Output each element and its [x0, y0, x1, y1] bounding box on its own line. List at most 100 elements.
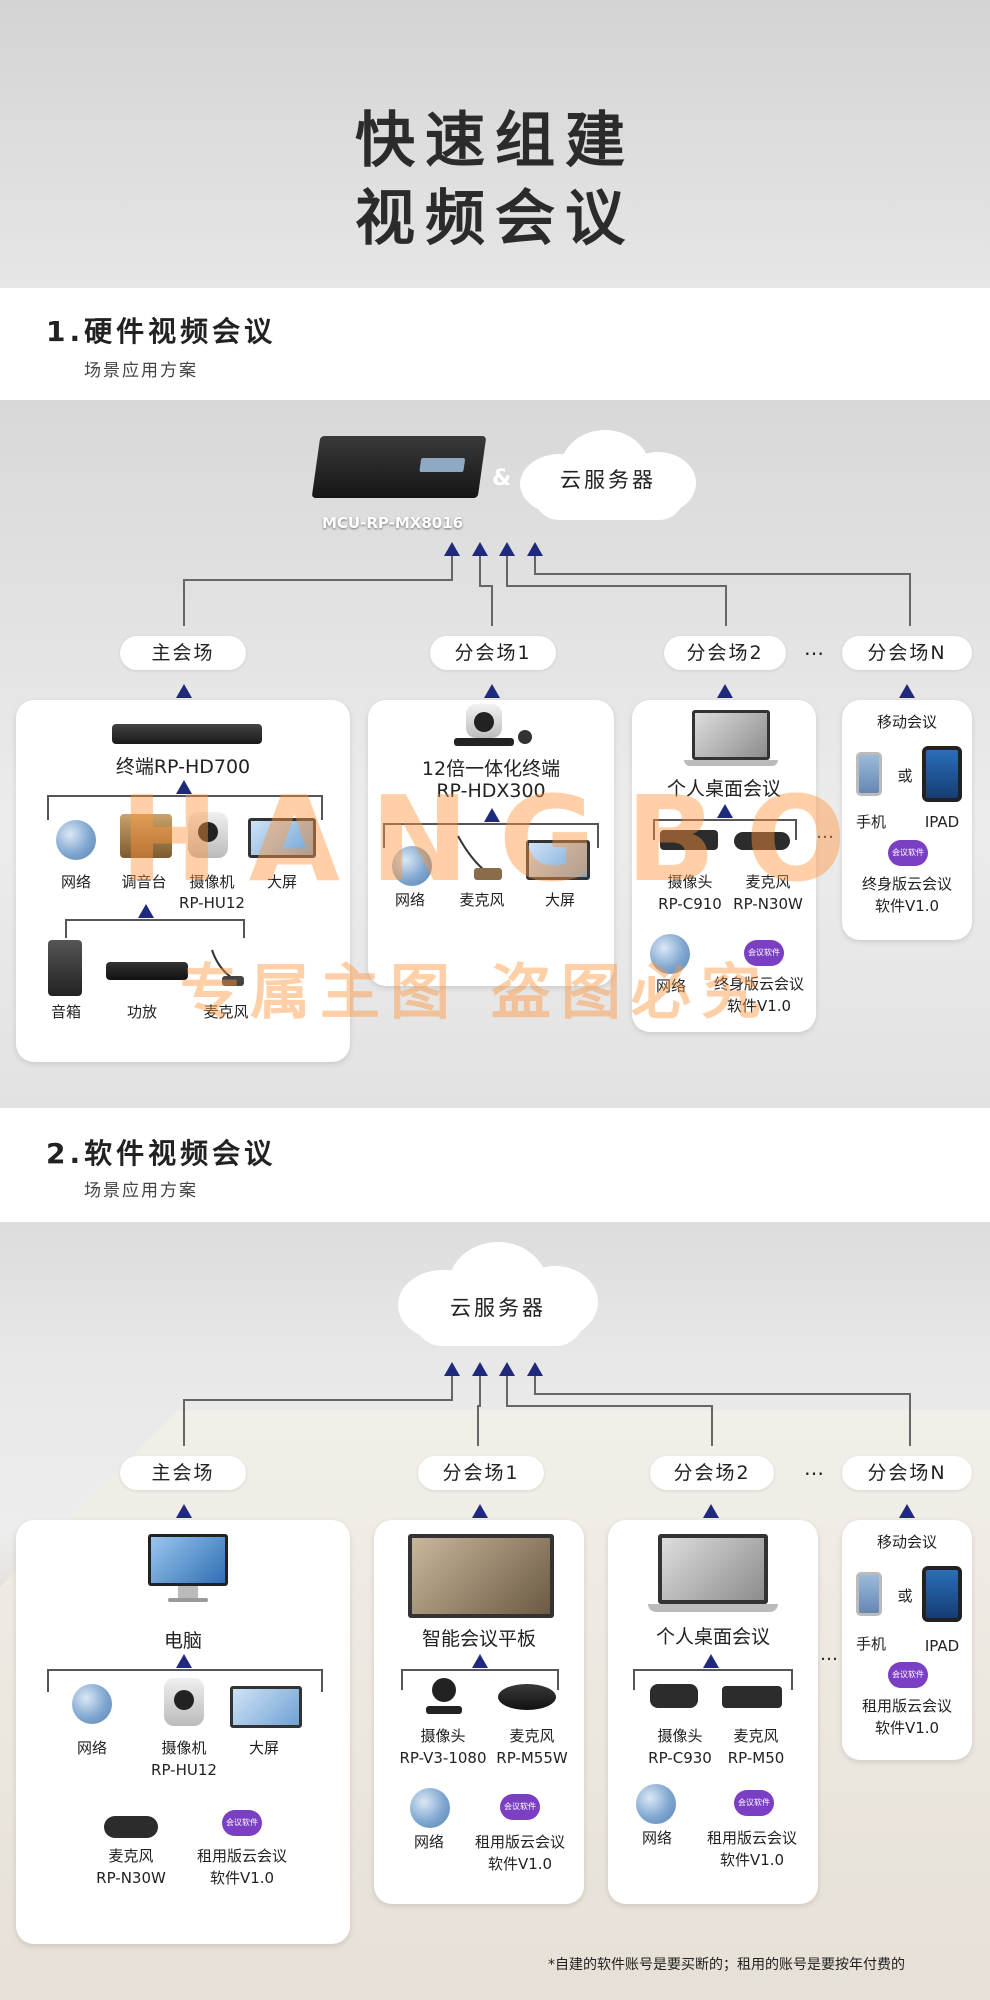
cloud-software-icon: 会议软件 [222, 1810, 262, 1836]
section2-header [0, 1108, 990, 1222]
arrow-computer [176, 1654, 192, 1668]
device-label-camera: 摄像机 [161, 1739, 207, 1757]
site-branch2-pill: 分会场2 [664, 636, 786, 670]
device-label-amplifier: 功放 [126, 1003, 157, 1021]
software-label-line2: 软件V1.0 [874, 897, 940, 915]
device-label-mic: 麦克风 [733, 1727, 779, 1745]
phone-label: 手机 [855, 813, 886, 831]
laptop-icon [648, 1534, 778, 1620]
software-label-line1: 终身版云会议 [713, 975, 804, 993]
device-label-camera-model: RP-C910 [658, 895, 722, 913]
hero-banner [0, 0, 990, 288]
bracket-line-2 [401, 1669, 559, 1690]
branchN-card [842, 700, 972, 940]
device-label-mic: 麦克风 [745, 873, 791, 891]
card-ellipsis: … [816, 822, 834, 843]
arrow-main [176, 1504, 192, 1518]
branch1-title-line1: 12倍一体化终端 [421, 758, 561, 780]
cloud-software-icon: 会议软件 [744, 940, 784, 966]
software-label-line1: 终身版云会议 [861, 875, 952, 893]
software-label-line1: 租用版云会议 [706, 1829, 797, 1847]
speakerphone-icon [722, 1686, 782, 1708]
desktop-computer-icon [148, 1534, 228, 1604]
software-label-line2: 软件V1.0 [487, 1855, 553, 1873]
arrow-branch1-terminal [484, 808, 500, 822]
speaker-icon [48, 940, 82, 996]
arrow-branchN [899, 684, 915, 698]
device-label-mic: 麦克风 [203, 1003, 249, 1021]
section1-header [0, 288, 990, 400]
arrow-branch2 [717, 684, 733, 698]
device-label-mixer: 调音台 [121, 873, 167, 891]
cloud-server-icon [520, 430, 696, 522]
arrow-laptop [703, 1654, 719, 1668]
device-label-network: 网络 [60, 873, 91, 891]
arrow-branch1 [484, 684, 500, 698]
connection-lines [183, 542, 911, 626]
branchN-title: 移动会议 [876, 1533, 937, 1551]
arrow-branchN [899, 1504, 915, 1518]
device-label-display: 大屏 [544, 891, 575, 909]
connection-lines [183, 1362, 911, 1446]
display-screen-icon [248, 818, 316, 858]
ipad-label: IPAD [924, 1637, 960, 1655]
device-label-network: 网络 [641, 1829, 672, 1847]
mcu-label: MCU-RP-MX8016 [322, 514, 464, 532]
mcu-device-icon [311, 436, 487, 498]
or-label: 或 [897, 767, 913, 785]
site-branchN-pill: 分会场N [842, 1456, 972, 1490]
device-label-display: 大屏 [248, 1739, 279, 1757]
terminal-label: 终端RP-HD700 [115, 756, 251, 778]
site-ellipsis: … [804, 1456, 824, 1480]
site-branch2-pill: 分会场2 [650, 1456, 774, 1490]
footnote: *自建的软件账号是要买断的；租用的账号是要按年付费的 [548, 1957, 905, 1973]
arrow-terminal [176, 780, 192, 794]
mixer-icon [120, 814, 172, 858]
site-branchN-pill: 分会场N [842, 636, 972, 670]
device-label-camera-model: RP-HU12 [151, 1761, 217, 1779]
software-label-line2: 软件V1.0 [726, 997, 792, 1015]
device-label-camera-model: RP-C930 [648, 1749, 712, 1767]
gooseneck-mic-icon [208, 948, 244, 988]
device-label-mic: 麦克风 [509, 1727, 555, 1745]
brand-watermark: HANGBO [120, 770, 876, 908]
software-label-line2: 软件V1.0 [874, 1719, 940, 1737]
laptop-icon [684, 710, 778, 772]
copyright-watermark: 专属主图 盗图必究 [180, 958, 771, 1028]
cloud-server-label: 云服务器 [450, 1296, 546, 1320]
cloud-software-icon: 会议软件 [888, 1662, 928, 1688]
bracket-line-2 [65, 919, 245, 938]
amp-symbol: & [492, 466, 512, 491]
device-label-display: 大屏 [266, 873, 297, 891]
device-label-camera: 摄像头 [657, 1727, 703, 1745]
arrow-mixer [138, 904, 154, 918]
globe-icon [56, 820, 96, 860]
device-label-mic-model: RP-M55W [496, 1749, 568, 1767]
site-ellipsis: … [804, 636, 824, 660]
device-label-mic: 麦克风 [459, 891, 505, 909]
integrated-terminal-icon [454, 704, 532, 748]
phone-label: 手机 [855, 1635, 886, 1653]
device-label-mic: 麦克风 [108, 1847, 154, 1865]
phone-icon [856, 1572, 882, 1616]
cloud-software-icon: 会议软件 [888, 840, 928, 866]
terminal-device-icon [112, 724, 262, 744]
device-label-mic-model: RP-N30W [733, 895, 803, 913]
branch2-title: 个人桌面会议 [666, 778, 781, 800]
webcam-icon [650, 1684, 698, 1708]
device-label-network: 网络 [76, 1739, 107, 1757]
bracket-line [47, 1669, 323, 1692]
smart-panel-icon [408, 1534, 554, 1618]
branch1-title-line2: RP-HDX300 [436, 780, 546, 802]
globe-icon [636, 1784, 676, 1824]
globe-icon [392, 846, 432, 886]
device-label-camera: 摄像头 [667, 873, 713, 891]
bracket-line-3 [633, 1669, 793, 1690]
phone-icon [856, 752, 882, 796]
software-label-line1: 租用版云会议 [861, 1697, 952, 1715]
webcam-icon [660, 830, 718, 850]
site-branch1-pill: 分会场1 [418, 1456, 544, 1490]
device-label-network: 网络 [413, 1833, 444, 1851]
site-branch1-pill: 分会场1 [430, 636, 556, 670]
display-screen-icon [230, 1686, 302, 1728]
